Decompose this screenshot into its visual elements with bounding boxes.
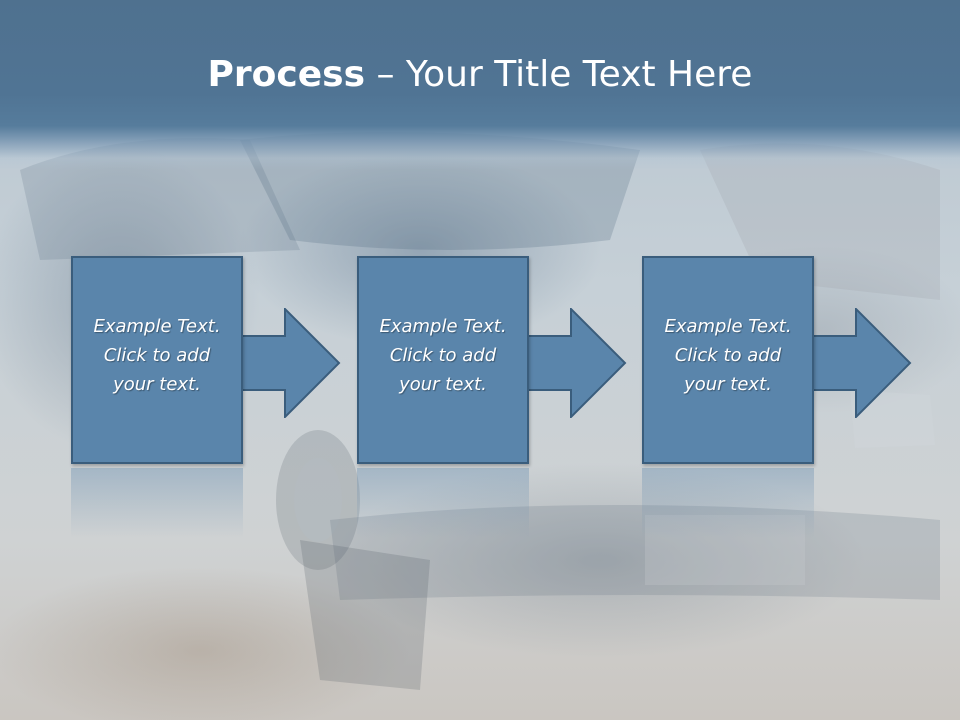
step-reflection <box>357 468 529 538</box>
step-text-line: Click to add <box>389 345 497 366</box>
step-text-line: your text. <box>684 374 772 395</box>
step-box <box>357 256 529 464</box>
title-bold: Process <box>207 54 366 95</box>
process-step-2[interactable]: Example Text. Click to add your text. <box>357 256 627 538</box>
step-text[interactable]: Example Text. Click to add your text. <box>357 312 529 399</box>
arrow-right-icon <box>527 308 627 418</box>
step-reflection <box>642 468 814 538</box>
step-text-line: Click to add <box>103 345 211 366</box>
step-reflection <box>71 468 243 538</box>
process-step-1[interactable]: Example Text. Click to add your text. <box>71 256 341 538</box>
step-text-line: Example Text. <box>93 316 221 337</box>
step-box <box>642 256 814 464</box>
title-band <box>0 0 960 170</box>
process-step-3[interactable]: Example Text. Click to add your text. <box>642 256 912 538</box>
step-text-line: Example Text. <box>379 316 507 337</box>
step-text[interactable]: Example Text. Click to add your text. <box>642 312 814 399</box>
step-text[interactable]: Example Text. Click to add your text. <box>71 312 243 399</box>
step-box <box>71 256 243 464</box>
step-text-line: your text. <box>113 374 201 395</box>
arrow-right-icon <box>812 308 912 418</box>
slide-title[interactable]: Process – Your Title Text Here <box>0 52 960 98</box>
step-text-line: Click to add <box>674 345 782 366</box>
arrow-right-icon <box>241 308 341 418</box>
title-rest: – Your Title Text Here <box>365 54 753 95</box>
step-text-line: your text. <box>399 374 487 395</box>
step-text-line: Example Text. <box>664 316 792 337</box>
